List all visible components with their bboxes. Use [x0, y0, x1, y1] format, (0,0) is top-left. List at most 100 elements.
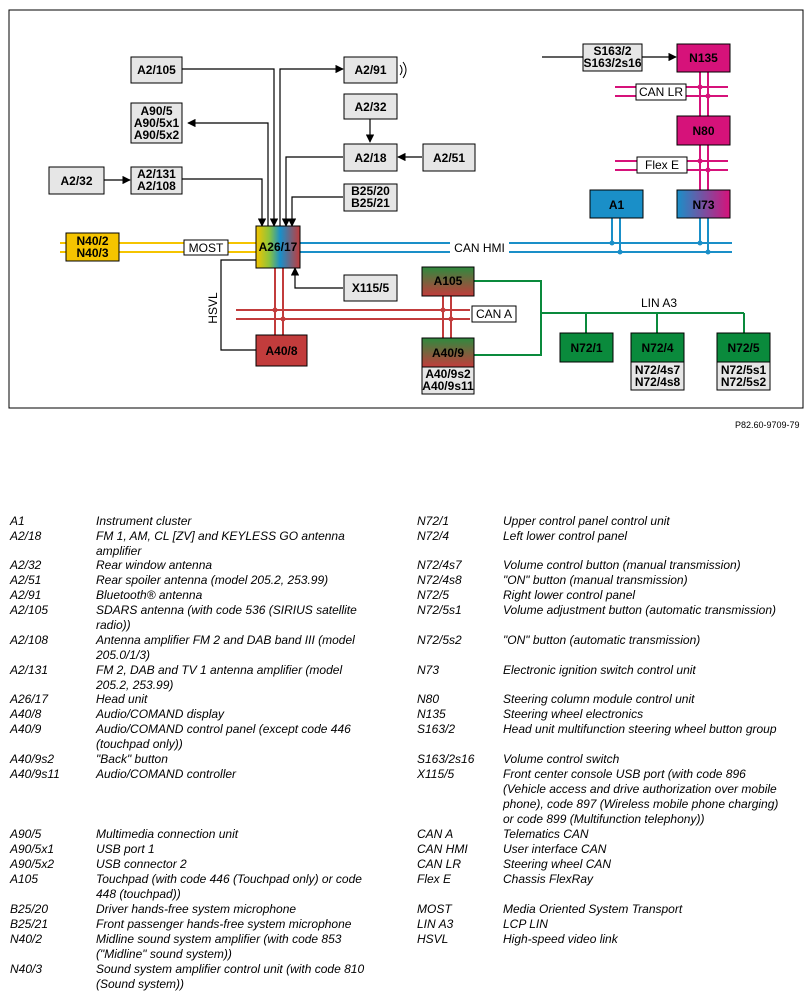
svg-text:N72/5: N72/5 — [727, 341, 759, 355]
box-a1: A1 — [589, 189, 644, 219]
svg-text:N72/1: N72/1 — [570, 341, 602, 355]
svg-text:N135: N135 — [689, 51, 718, 65]
box-a2-18: A2/18 — [343, 143, 398, 172]
svg-text:A40/8: A40/8 — [265, 344, 297, 358]
legend-code: S163/2 — [417, 722, 456, 736]
svg-text:A90/5: A90/5 — [140, 104, 172, 118]
svg-text:A26/17: A26/17 — [259, 240, 298, 254]
legend-code: N72/5 — [417, 588, 450, 602]
lin-a3-bus — [474, 280, 745, 356]
legend-code: A2/51 — [10, 573, 42, 587]
legend-description: Steering column module control unit — [503, 692, 695, 706]
legend-code: N80 — [417, 692, 440, 706]
label-hsvl: HSVL — [206, 292, 220, 324]
box-a2-91: A2/91 — [343, 56, 398, 84]
label-can-a: CAN A — [471, 305, 517, 323]
svg-text:N72/4s8: N72/4s8 — [635, 375, 681, 389]
box-a2-131: A2/131 A2/108 — [130, 166, 183, 195]
figure-reference: P82.60-9709-79 — [735, 420, 800, 430]
legend-description: Chassis FlexRay — [503, 872, 594, 886]
svg-text:A2/51: A2/51 — [433, 151, 465, 165]
legend-description: Volume control button (manual transmissi… — [503, 558, 741, 572]
legend-description: FM 2, DAB and TV 1 antenna amplifier (mo… — [96, 663, 343, 692]
legend-code: Flex E — [417, 872, 452, 886]
legend-description: Media Oriented System Transport — [503, 902, 683, 916]
legend-description: Steering wheel CAN — [503, 857, 612, 871]
legend-code: N135 — [417, 707, 446, 721]
svg-text:N73: N73 — [692, 198, 714, 212]
legend-code: B25/21 — [10, 917, 49, 931]
box-a2-32-top: A2/32 — [343, 93, 398, 120]
svg-text:X115/5: X115/5 — [352, 281, 390, 295]
legend-code: A2/18 — [10, 529, 42, 543]
svg-text:A1: A1 — [609, 198, 625, 212]
legend-description: Front passenger hands-free system microp… — [96, 917, 352, 931]
legend-code: A40/9s11 — [10, 767, 60, 781]
svg-text:A2/32: A2/32 — [354, 100, 386, 114]
svg-text:N72/4s7: N72/4s7 — [635, 363, 681, 377]
svg-text:A40/9s2: A40/9s2 — [425, 367, 471, 381]
legend-description: Telematics CAN — [503, 827, 589, 841]
legend-code: A90/5x2 — [10, 857, 55, 871]
bluetooth-waves-icon — [399, 61, 407, 79]
legend-description: Instrument cluster — [96, 514, 192, 528]
legend-description: Audio/COMAND display — [96, 707, 225, 721]
legend-description: "ON" button (manual transmission) — [503, 573, 688, 587]
legend-code: A2/131 — [10, 663, 49, 677]
legend-description: Multimedia connection unit — [96, 827, 239, 841]
legend-description: Head unit multifunction steering wheel b… — [503, 722, 777, 736]
legend-description: FM 1, AM, CL [ZV] and KEYLESS GO antenna… — [96, 529, 345, 558]
legend-description: Right lower control panel — [503, 588, 636, 602]
legend-description: Midline sound system amplifier (with cod… — [96, 932, 342, 961]
svg-text:CAN A: CAN A — [476, 307, 512, 321]
label-flex-e: Flex E — [636, 156, 688, 174]
svg-text:A2/32: A2/32 — [60, 174, 92, 188]
legend-code: N72/5s2 — [417, 633, 462, 647]
svg-text:HSVL: HSVL — [206, 292, 220, 324]
box-n72-5: N72/5 — [716, 332, 771, 363]
legend-description: Head unit — [96, 692, 148, 706]
svg-text:A40/9: A40/9 — [432, 346, 464, 360]
box-a90-5: A90/5 A90/5x1 A90/5x2 — [130, 102, 183, 144]
legend-code: A90/5 — [10, 827, 42, 841]
label-can-lr: CAN LR — [635, 83, 687, 101]
network-diagram: A2/105 A2/91 A90/5 A90/5x1 A90/5x2 A2/32… — [8, 9, 804, 409]
box-a2-51: A2/51 — [422, 143, 476, 172]
legend-code: HSVL — [417, 932, 449, 946]
box-n72-1: N72/1 — [559, 332, 614, 363]
svg-text:A90/5x2: A90/5x2 — [134, 128, 180, 142]
legend-description: USB connector 2 — [96, 857, 187, 871]
legend-description: "Back" button — [96, 752, 168, 766]
legend-code: N40/2 — [10, 932, 43, 946]
svg-text:A90/5x1: A90/5x1 — [134, 116, 180, 130]
box-n72-4-sub: N72/4s7 N72/4s8 — [630, 361, 685, 391]
svg-text:N80: N80 — [692, 124, 714, 138]
legend-code: N40/3 — [10, 962, 43, 976]
svg-text:N40/2: N40/2 — [76, 234, 108, 248]
svg-text:A2/131: A2/131 — [137, 167, 176, 181]
box-a2-105: A2/105 — [130, 56, 183, 84]
diagram-frame — [8, 9, 804, 409]
legend-code: N72/4s8 — [417, 573, 462, 587]
box-a40-8: A40/8 — [255, 334, 308, 367]
legend-code: X115/5 — [417, 767, 455, 781]
legend-code: A2/108 — [10, 633, 49, 647]
label-lin-a3: LIN A3 — [641, 296, 677, 310]
legend-description: Audio/COMAND controller — [96, 767, 237, 781]
svg-text:A40/9s11: A40/9s11 — [422, 379, 474, 393]
legend-code: LIN A3 — [417, 917, 454, 931]
svg-text:S163/2: S163/2 — [593, 44, 631, 58]
legend-code: CAN HMI — [417, 842, 468, 856]
legend-description: Volume control switch — [503, 752, 620, 766]
svg-text:B25/21: B25/21 — [351, 196, 390, 210]
can-hmi-bus — [300, 218, 732, 255]
legend-code: B25/20 — [10, 902, 49, 916]
box-n40: N40/2 N40/3 — [65, 232, 120, 262]
svg-text:A2/105: A2/105 — [137, 63, 176, 77]
svg-text:A2/108: A2/108 — [137, 179, 176, 193]
legend-code: N72/4s7 — [417, 558, 462, 572]
legend-code: A40/8 — [10, 707, 42, 721]
legend-code: CAN LR — [417, 857, 462, 871]
legend-code: A2/32 — [10, 558, 42, 572]
legend-code: N72/1 — [417, 514, 450, 528]
